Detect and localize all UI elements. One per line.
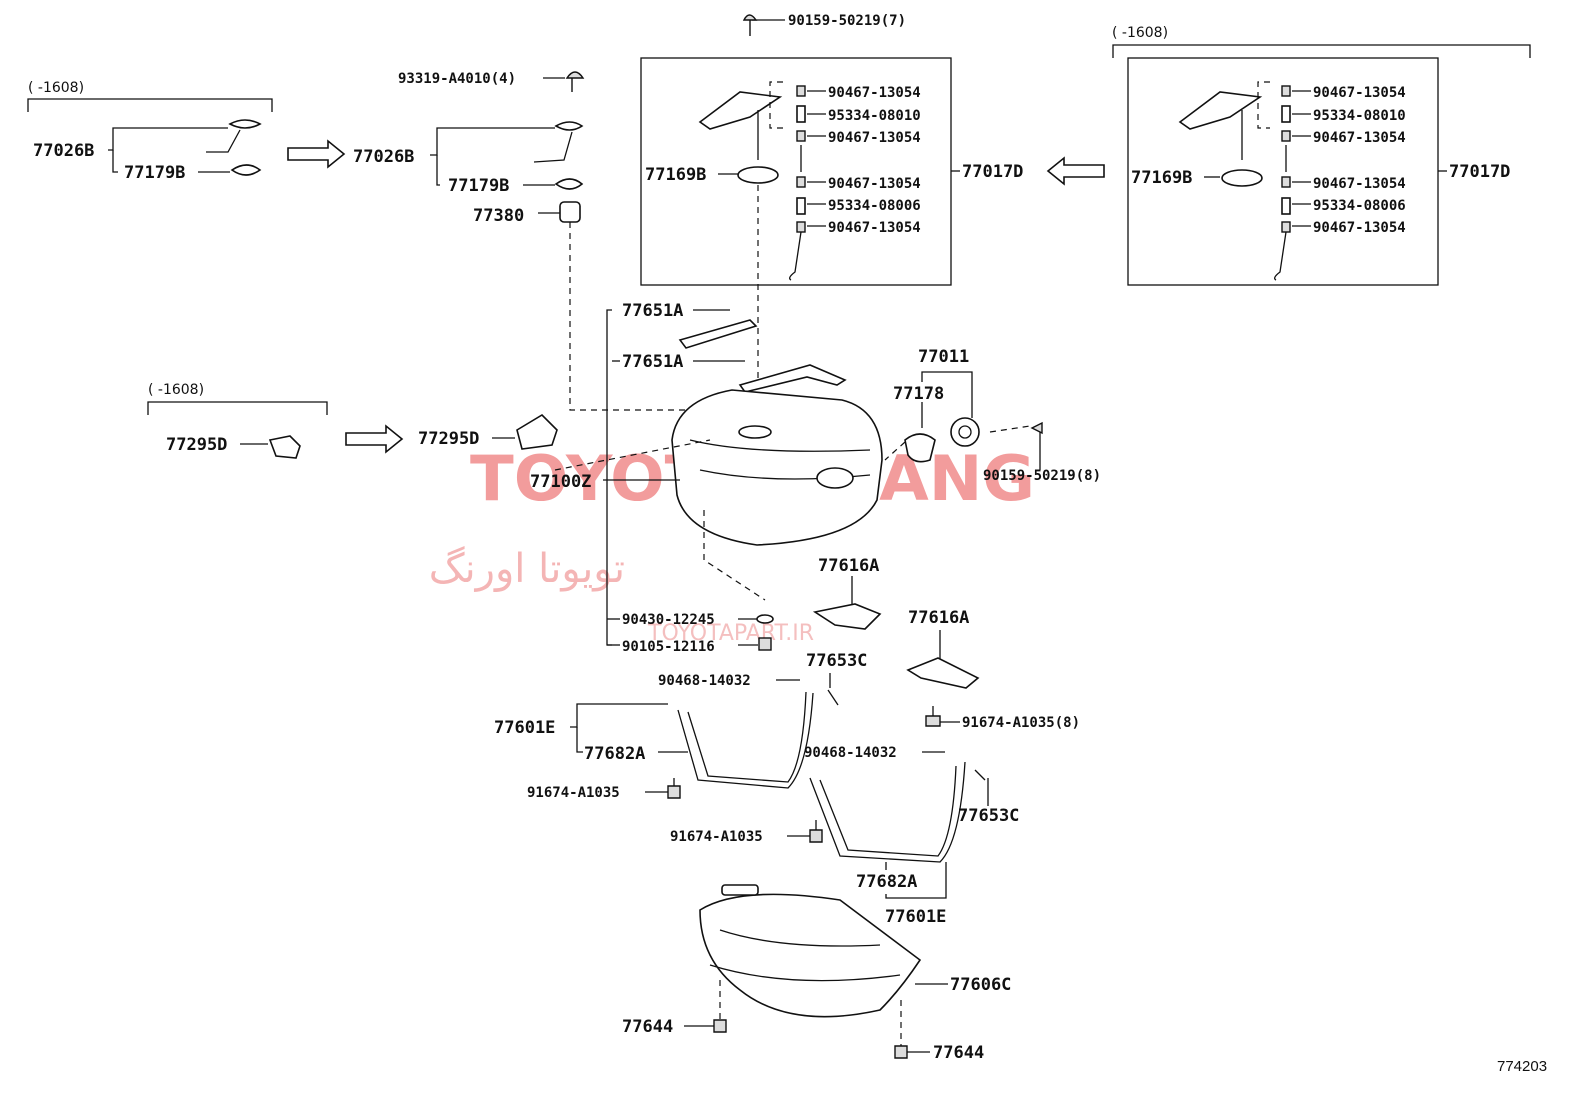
label-77026B[interactable]: 77026B	[353, 147, 414, 167]
label-91674-A1035-1[interactable]: 91674-A1035	[527, 785, 620, 801]
label-90467-13054-c-old[interactable]: 90467-13054	[1313, 176, 1406, 192]
range-note-3: ( -1608)	[148, 382, 204, 398]
bolt-77644-icon-1	[713, 1019, 727, 1033]
label-93319-A4010[interactable]: 93319-A4010(4)	[398, 71, 516, 87]
label-77682A-1[interactable]: 77682A	[584, 744, 645, 764]
bolt-icon	[742, 14, 758, 36]
strap-icon-2	[809, 761, 966, 863]
label-90105-12116[interactable]: 90105-12116	[622, 639, 715, 655]
box-77017D: 77169B 90467-13054 95334-08010 90467-130…	[640, 57, 952, 420]
label-77616A-2[interactable]: 77616A	[908, 608, 969, 628]
strap-icon-1	[677, 691, 814, 789]
label-91674-A1035-2[interactable]: 91674-A1035	[670, 829, 763, 845]
label-90159-50219-8[interactable]: 90159-50219(8)	[983, 468, 1101, 484]
label-90159-50219-7[interactable]: 90159-50219(7)	[788, 13, 906, 29]
bolt-77644-icon-2	[894, 1045, 908, 1059]
ring-gasket-icon-old	[1221, 169, 1263, 187]
label-90467-13054-d[interactable]: 90467-13054	[828, 220, 921, 236]
fuel-cutoff-valve-icon	[559, 201, 581, 223]
bolt-icon-2	[1030, 421, 1043, 435]
label-77601E-1[interactable]: 77601E	[494, 718, 555, 738]
fuel-pump-icon	[950, 417, 980, 447]
label-77011[interactable]: 77011	[918, 347, 969, 367]
lower-protector-icon	[699, 893, 922, 1018]
label-90468-14032-1[interactable]: 90468-14032	[658, 673, 751, 689]
arrow-right-icon	[287, 139, 346, 169]
ring-gasket-icon	[737, 166, 779, 184]
fuel-tank-icon	[671, 389, 883, 546]
label-77616A-1[interactable]: 77616A	[818, 556, 879, 576]
label-77380[interactable]: 77380	[473, 206, 524, 226]
label-77644-1[interactable]: 77644	[622, 1017, 673, 1037]
box-77017D-old: ( -1608) 77169B 90467-13054 95334-08010 …	[1112, 25, 1531, 286]
label-90467-13054-c[interactable]: 90467-13054	[828, 176, 921, 192]
label-77651A-1[interactable]: 77651A	[622, 301, 683, 321]
range-note-1: ( -1608)	[28, 80, 84, 96]
label-77653C-2[interactable]: 77653C	[958, 806, 1019, 826]
label-77178[interactable]: 77178	[893, 384, 944, 404]
fuel-inlet-icon	[698, 91, 783, 130]
label-77179B-old[interactable]: 77179B	[124, 163, 185, 183]
label-77606C[interactable]: 77606C	[950, 975, 1011, 995]
label-90467-13054-b[interactable]: 90467-13054	[828, 130, 921, 146]
watermark-site: TOYOTAPART.IR	[647, 621, 814, 646]
watermark-farsi: تویوتا اورنگ	[429, 546, 625, 592]
gasket-77178-icon	[904, 433, 936, 463]
label-95334-08006[interactable]: 95334-08006	[828, 198, 921, 214]
gasket-icon	[230, 164, 262, 176]
protector-icon-1	[678, 319, 758, 349]
label-77169B-old[interactable]: 77169B	[1131, 168, 1192, 188]
label-77100Z[interactable]: 77100Z	[530, 472, 591, 492]
label-77295D-old[interactable]: 77295D	[166, 435, 227, 455]
label-90467-13054-a[interactable]: 90467-13054	[828, 85, 921, 101]
bracket-77616A-icon-1	[812, 603, 882, 630]
label-77653C-1[interactable]: 77653C	[806, 651, 867, 671]
bolt-icon-3	[925, 715, 941, 727]
label-77601E-2[interactable]: 77601E	[885, 907, 946, 927]
bracket-icon	[516, 413, 558, 450]
fuel-inlet-icon-old	[1178, 91, 1263, 130]
label-77179B[interactable]: 77179B	[448, 176, 509, 196]
screw-icon	[565, 71, 585, 92]
label-77017D[interactable]: 77017D	[962, 162, 1023, 182]
arrow-right-icon-2	[345, 424, 404, 454]
protector-icon-2	[738, 364, 847, 393]
label-90430-12245[interactable]: 90430-12245	[622, 612, 715, 628]
label-77169B[interactable]: 77169B	[645, 165, 706, 185]
group-77026B-old: ( -1608) 77026B 77179B	[27, 80, 273, 183]
label-95334-08010[interactable]: 95334-08010	[828, 108, 921, 124]
label-91674-A1035-8[interactable]: 91674-A1035(8)	[962, 715, 1080, 731]
label-90467-13054-d-old[interactable]: 90467-13054	[1313, 220, 1406, 236]
sender-gauge-icon	[228, 119, 262, 129]
label-77651A-2[interactable]: 77651A	[622, 352, 683, 372]
group-77026B: 93319-A4010(4) 77026B 77179B 77380	[353, 71, 740, 411]
label-90467-13054-b-old[interactable]: 90467-13054	[1313, 130, 1406, 146]
bracket-77616A-icon-2	[906, 657, 980, 689]
range-note-2: ( -1608)	[1112, 25, 1168, 41]
gasket-icon-2	[554, 178, 584, 190]
diagram-code: 774203	[1497, 1058, 1547, 1075]
label-90467-13054-a-old[interactable]: 90467-13054	[1313, 85, 1406, 101]
label-90468-14032-2[interactable]: 90468-14032	[804, 745, 897, 761]
label-95334-08006-old[interactable]: 95334-08006	[1313, 198, 1406, 214]
sender-gauge-icon-2	[554, 121, 584, 131]
arrow-left-icon	[1046, 156, 1105, 186]
label-77017D-old[interactable]: 77017D	[1449, 162, 1510, 182]
label-77682A-2[interactable]: 77682A	[856, 872, 917, 892]
label-77295D[interactable]: 77295D	[418, 429, 479, 449]
label-95334-08010-old[interactable]: 95334-08010	[1313, 108, 1406, 124]
label-77026B-old[interactable]: 77026B	[33, 141, 94, 161]
label-77644-2[interactable]: 77644	[933, 1043, 984, 1063]
bracket-icon-old	[268, 435, 301, 459]
